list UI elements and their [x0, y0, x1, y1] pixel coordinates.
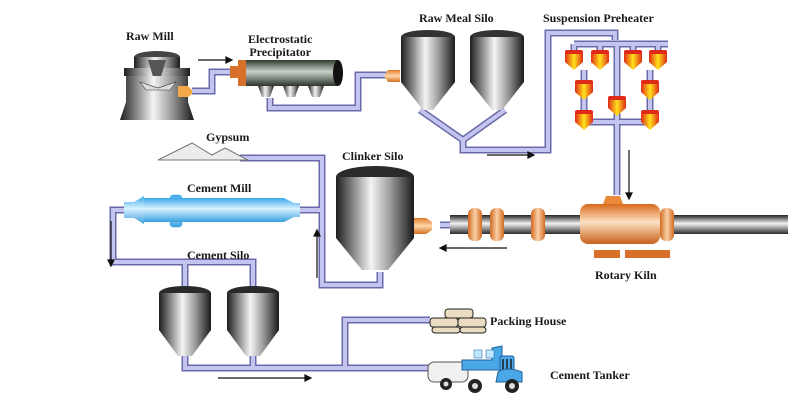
cement-silo[interactable] [159, 286, 279, 356]
label-raw-meal-silo: Raw Meal Silo [419, 11, 494, 25]
arrow-right-icon [198, 56, 234, 64]
flow-arrows [107, 56, 633, 382]
preheater-cyclone [591, 50, 609, 70]
label-suspension-preheater: Suspension Preheater [543, 11, 654, 25]
label-electrostatic-line1: Electrostatic [248, 32, 313, 46]
label-cement-silo: Cement Silo [187, 248, 250, 262]
label-gypsum: Gypsum [206, 130, 250, 144]
preheater-cyclone [624, 50, 642, 70]
cement-mill[interactable] [124, 194, 300, 228]
label-packing-house: Packing House [490, 314, 567, 328]
preheater-cyclone [565, 50, 583, 70]
suspension-preheater[interactable] [565, 50, 667, 130]
arrow-down-icon [107, 221, 115, 268]
arrow-left-icon [438, 244, 507, 252]
arrow-up-icon [313, 228, 321, 278]
cement-tanker-truck[interactable] [427, 345, 523, 393]
label-raw-mill: Raw Mill [126, 29, 174, 43]
label-rotary-kiln: Rotary Kiln [595, 268, 657, 282]
preheater-cyclone [575, 80, 593, 100]
raw-mill[interactable] [120, 51, 194, 120]
label-clinker-silo: Clinker Silo [342, 149, 404, 163]
preheater-cyclone [641, 110, 659, 130]
rotary-kiln[interactable] [450, 196, 788, 258]
preheater-cyclone [649, 50, 667, 70]
label-electrostatic-line2: Precipitator [249, 45, 312, 59]
label-cement-mill: Cement Mill [187, 181, 252, 195]
preheater-cyclone [608, 96, 626, 116]
label-electrostatic-precipitator: Electrostatic Precipitator [248, 33, 312, 59]
electrostatic-precipitator[interactable] [230, 60, 343, 97]
arrow-down-icon [625, 150, 633, 201]
preheater-cyclone [575, 110, 593, 130]
label-cement-tanker: Cement Tanker [550, 368, 630, 382]
raw-meal-silo[interactable] [384, 30, 524, 110]
packing-house-bags[interactable] [429, 308, 487, 334]
clinker-silo[interactable] [336, 166, 432, 270]
arrow-right-icon [487, 151, 536, 159]
gypsum-pile[interactable] [157, 142, 249, 161]
preheater-cyclone [641, 80, 659, 100]
arrow-right-icon [218, 374, 313, 382]
